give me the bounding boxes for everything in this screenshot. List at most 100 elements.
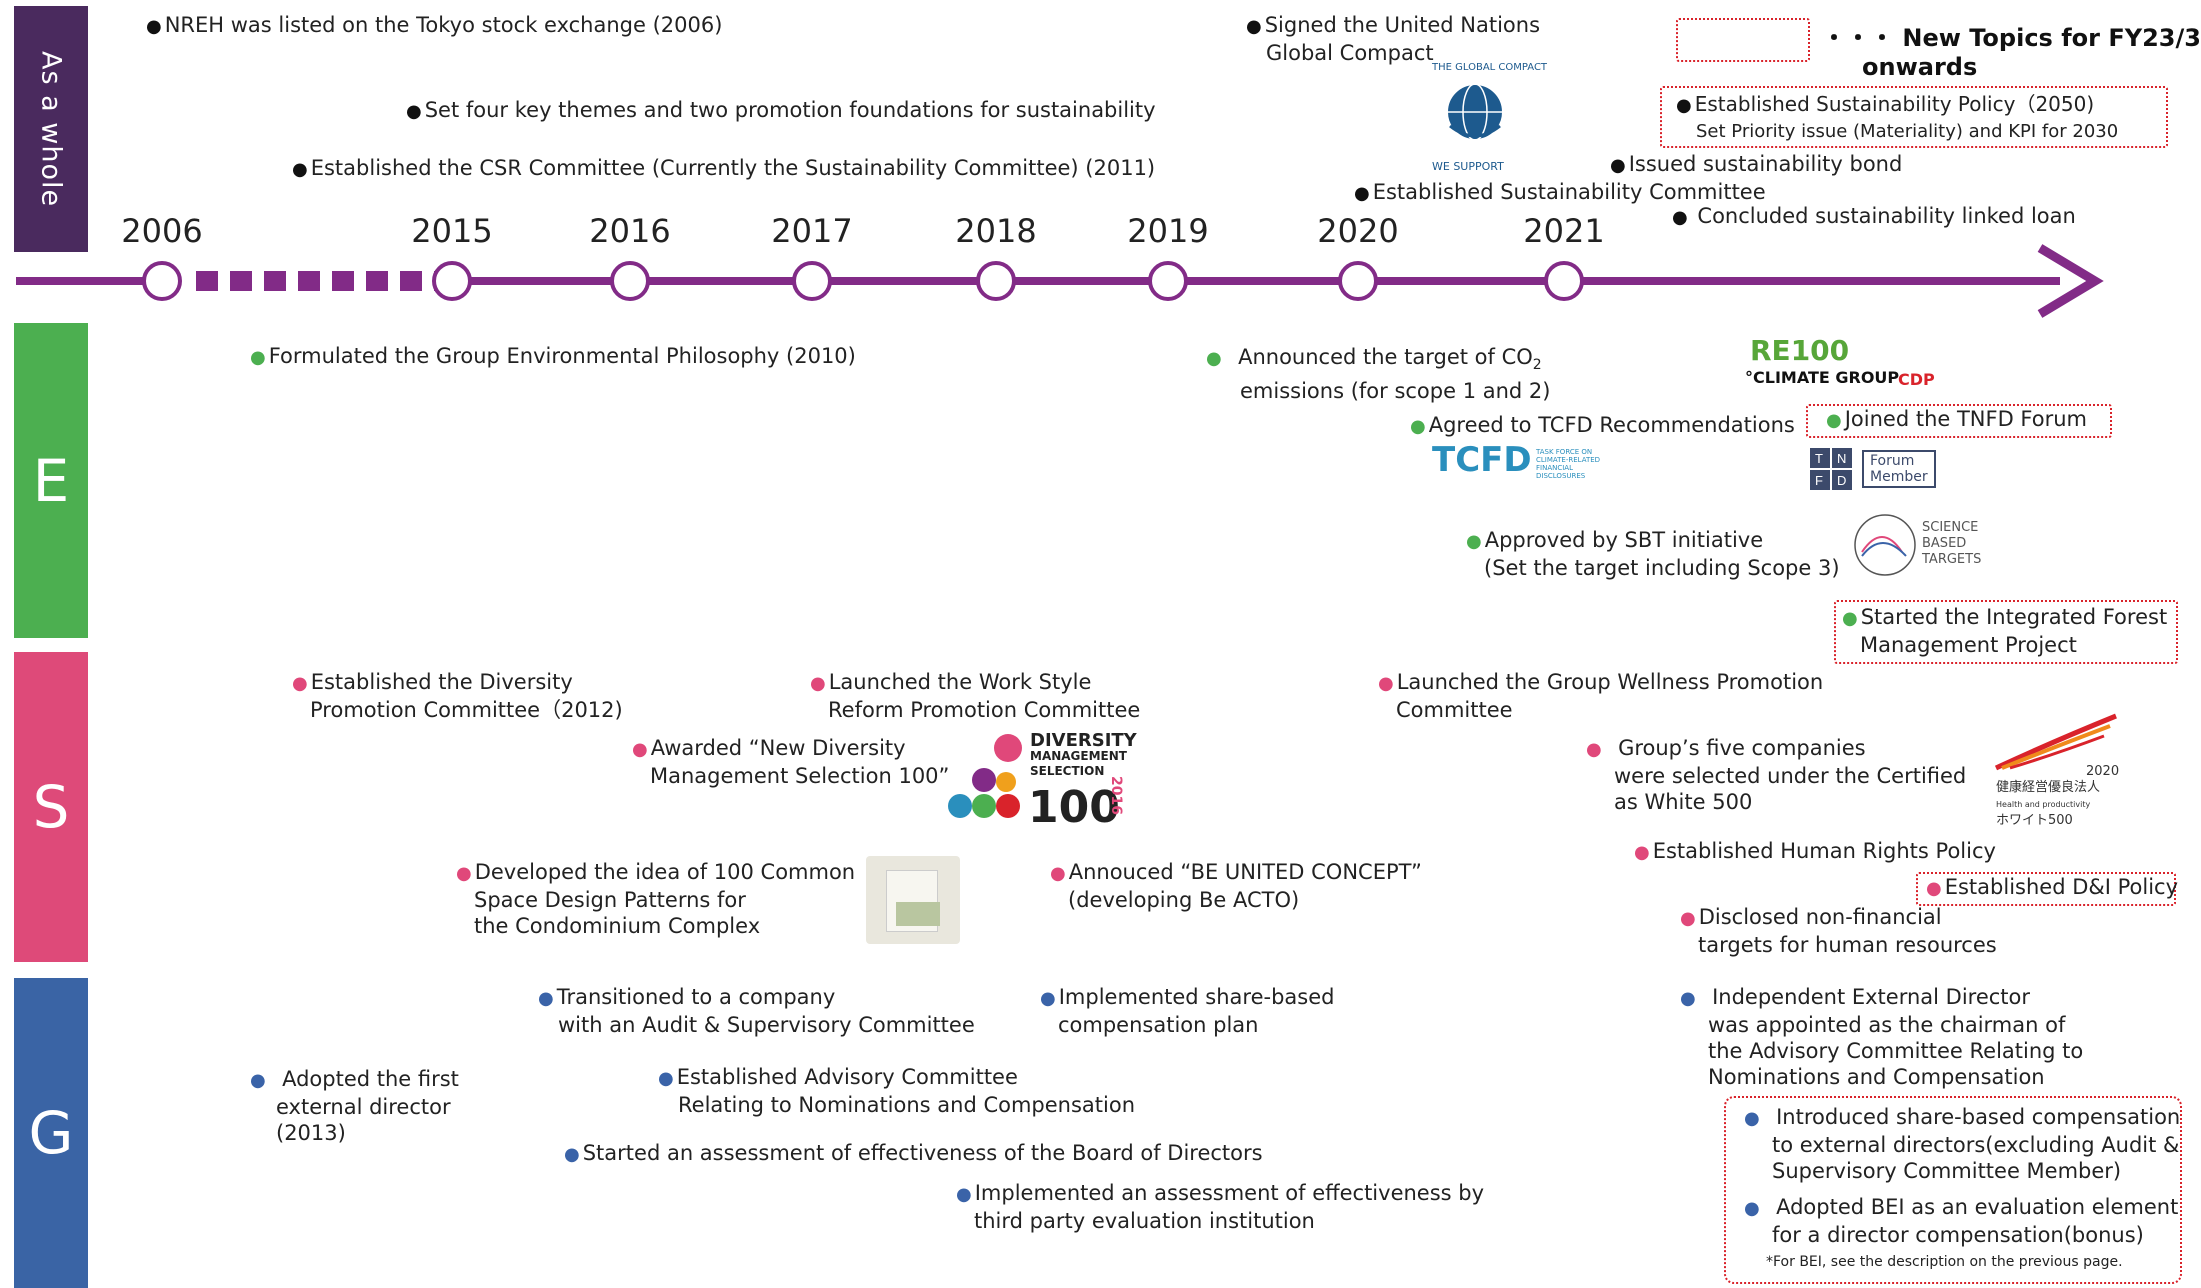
e-text-2b: emissions (for scope 1 and 2) bbox=[1240, 379, 1551, 404]
whole-text-4b: Global Compact bbox=[1266, 41, 1434, 65]
s-text-4c: the Condominium Complex bbox=[474, 914, 761, 938]
node-2020 bbox=[1338, 261, 1378, 301]
tnfd-member-text: Member bbox=[1870, 469, 1928, 485]
s-text-5b: (developing Be ACTO) bbox=[1068, 888, 1300, 912]
legend-label-text2: onwards bbox=[1862, 53, 1978, 81]
bullet: ● bbox=[1378, 673, 1394, 694]
g-text-8c: Supervisory Committee Member) bbox=[1772, 1159, 2122, 1183]
year-2017: 2017 bbox=[771, 212, 853, 250]
global-compact-logo bbox=[1446, 83, 1504, 141]
e-text-5a: Approved by SBT initiative bbox=[1484, 528, 1764, 552]
bullet: ● bbox=[1680, 908, 1696, 929]
bullet: ● bbox=[250, 1070, 266, 1091]
s-text-6a: Launched the Group Wellness Promotion bbox=[1396, 670, 1824, 694]
g-text-8a: Introduced share-based compensation bbox=[1776, 1105, 2181, 1129]
re100-logo: RE100 bbox=[1750, 334, 1850, 367]
legend-dots: ・・・ bbox=[1822, 24, 1894, 52]
diversity-logo-year: 2016 bbox=[1108, 776, 1124, 815]
s-text-1b: Promotion Committee（2012) bbox=[310, 698, 623, 722]
highlight-tnfd bbox=[1806, 404, 2112, 438]
e-text-3: Agreed to TCFD Recommendations bbox=[1428, 413, 1795, 437]
node-2019 bbox=[1148, 261, 1188, 301]
bullet: ● bbox=[1672, 207, 1688, 228]
diversity-logo bbox=[948, 734, 1022, 818]
tcfd-logo-small: TASK FORCE ON CLIMATE-RELATED FINANCIAL … bbox=[1536, 448, 1601, 480]
bullet: ● bbox=[538, 988, 554, 1009]
bullet: ● bbox=[250, 347, 266, 368]
s-item-5: ●Annouced “BE UNITED CONCEPT”(developing… bbox=[1050, 859, 1422, 913]
white500-label: ホワイト500 bbox=[1996, 813, 2073, 828]
bullet: ● bbox=[1610, 155, 1626, 176]
bullet: ● bbox=[810, 673, 826, 694]
band-g: G bbox=[14, 978, 88, 1288]
s-text-7b: were selected under the Certified bbox=[1614, 764, 1967, 788]
highlight-policy bbox=[1660, 86, 2168, 148]
band-s: S bbox=[14, 652, 88, 962]
s-text-10a: Disclosed non-financial bbox=[1698, 905, 1942, 929]
s-item-9: ●Established D&I Policy bbox=[1926, 874, 2178, 902]
s-text-10b: targets for human resources bbox=[1698, 933, 1997, 957]
bullet: ● bbox=[292, 159, 308, 180]
whole-text-3: Established the CSR Committee (Currently… bbox=[310, 156, 1156, 180]
s-text-4a: Developed the idea of 100 Common bbox=[474, 860, 856, 884]
bullet: ● bbox=[292, 673, 308, 694]
legend-label: ・・・ New Topics for FY23/3 onwards bbox=[1822, 24, 2201, 82]
whole-item-1: ●NREH was listed on the Tokyo stock exch… bbox=[146, 12, 722, 40]
whole-item-7: ● Concluded sustainability linked loan bbox=[1672, 203, 2076, 231]
bullet: ● bbox=[1926, 878, 1942, 899]
s-item-10: ●Disclosed non-financial targets for huma… bbox=[1680, 904, 1997, 958]
sbt-line-1: SCIENCE bbox=[1922, 520, 1979, 535]
diversity-logo-100: 100 bbox=[1028, 782, 1120, 833]
s-text-7c: as White 500 bbox=[1614, 790, 1753, 814]
bullet: ● bbox=[1826, 410, 1842, 431]
year-2006: 2006 bbox=[121, 212, 203, 250]
year-2021: 2021 bbox=[1523, 212, 1605, 250]
whole-item-8: ●Established Sustainability Policy（2050)… bbox=[1676, 92, 2118, 144]
band-whole-label: As a whole bbox=[35, 50, 67, 208]
bullet: ● bbox=[406, 101, 422, 122]
g-text-5b: compensation plan bbox=[1058, 1013, 1259, 1037]
band-whole: As a whole bbox=[14, 6, 88, 252]
e-item-1: ●Formulated the Group Environmental Phil… bbox=[250, 343, 856, 371]
g-note: *For BEI, see the description on the pre… bbox=[1766, 1254, 2123, 1270]
gc-logo-text: THE GLOBAL COMPACT bbox=[1432, 62, 1548, 73]
g-text-3a: Established Advisory Committee bbox=[676, 1065, 1018, 1089]
bullet: ● bbox=[456, 863, 472, 884]
whole-text-8b: Set Priority issue (Materiality) and KPI… bbox=[1696, 121, 2119, 142]
sbt-line-3: TARGETS bbox=[1922, 552, 1982, 567]
svg-text:D: D bbox=[1837, 473, 1846, 488]
bullet: ● bbox=[1354, 183, 1370, 204]
svg-text:N: N bbox=[1837, 451, 1846, 466]
bullet: ● bbox=[1744, 1108, 1760, 1129]
g-text-4: Started an assessment of effectiveness o… bbox=[582, 1141, 1263, 1165]
node-2006 bbox=[142, 261, 182, 301]
s-text-4b: Space Design Patterns for bbox=[474, 888, 746, 912]
s-text-2b: Reform Promotion Committee bbox=[828, 698, 1141, 722]
div-logo-2: MANAGEMENT bbox=[1030, 749, 1127, 763]
gc-support-text: WE SUPPORT bbox=[1432, 160, 1504, 173]
s-text-5a: Annouced “BE UNITED CONCEPT” bbox=[1068, 860, 1422, 884]
white500-logo bbox=[1994, 713, 2117, 771]
year-2019: 2019 bbox=[1127, 212, 1209, 250]
cdp-logo: CDP bbox=[1898, 370, 1935, 389]
s-text-6b: Committee bbox=[1396, 698, 1513, 722]
g-text-7a: Independent External Director bbox=[1712, 985, 2031, 1009]
s-text-1a: Established the Diversity bbox=[310, 670, 573, 694]
s-item-8: ●Established Human Rights Policy bbox=[1634, 838, 1996, 866]
bullet: ● bbox=[1676, 95, 1692, 116]
year-2016: 2016 bbox=[589, 212, 671, 250]
year-2018: 2018 bbox=[955, 212, 1037, 250]
bullet: ● bbox=[1040, 988, 1056, 1009]
bullet: ● bbox=[956, 1184, 972, 1205]
